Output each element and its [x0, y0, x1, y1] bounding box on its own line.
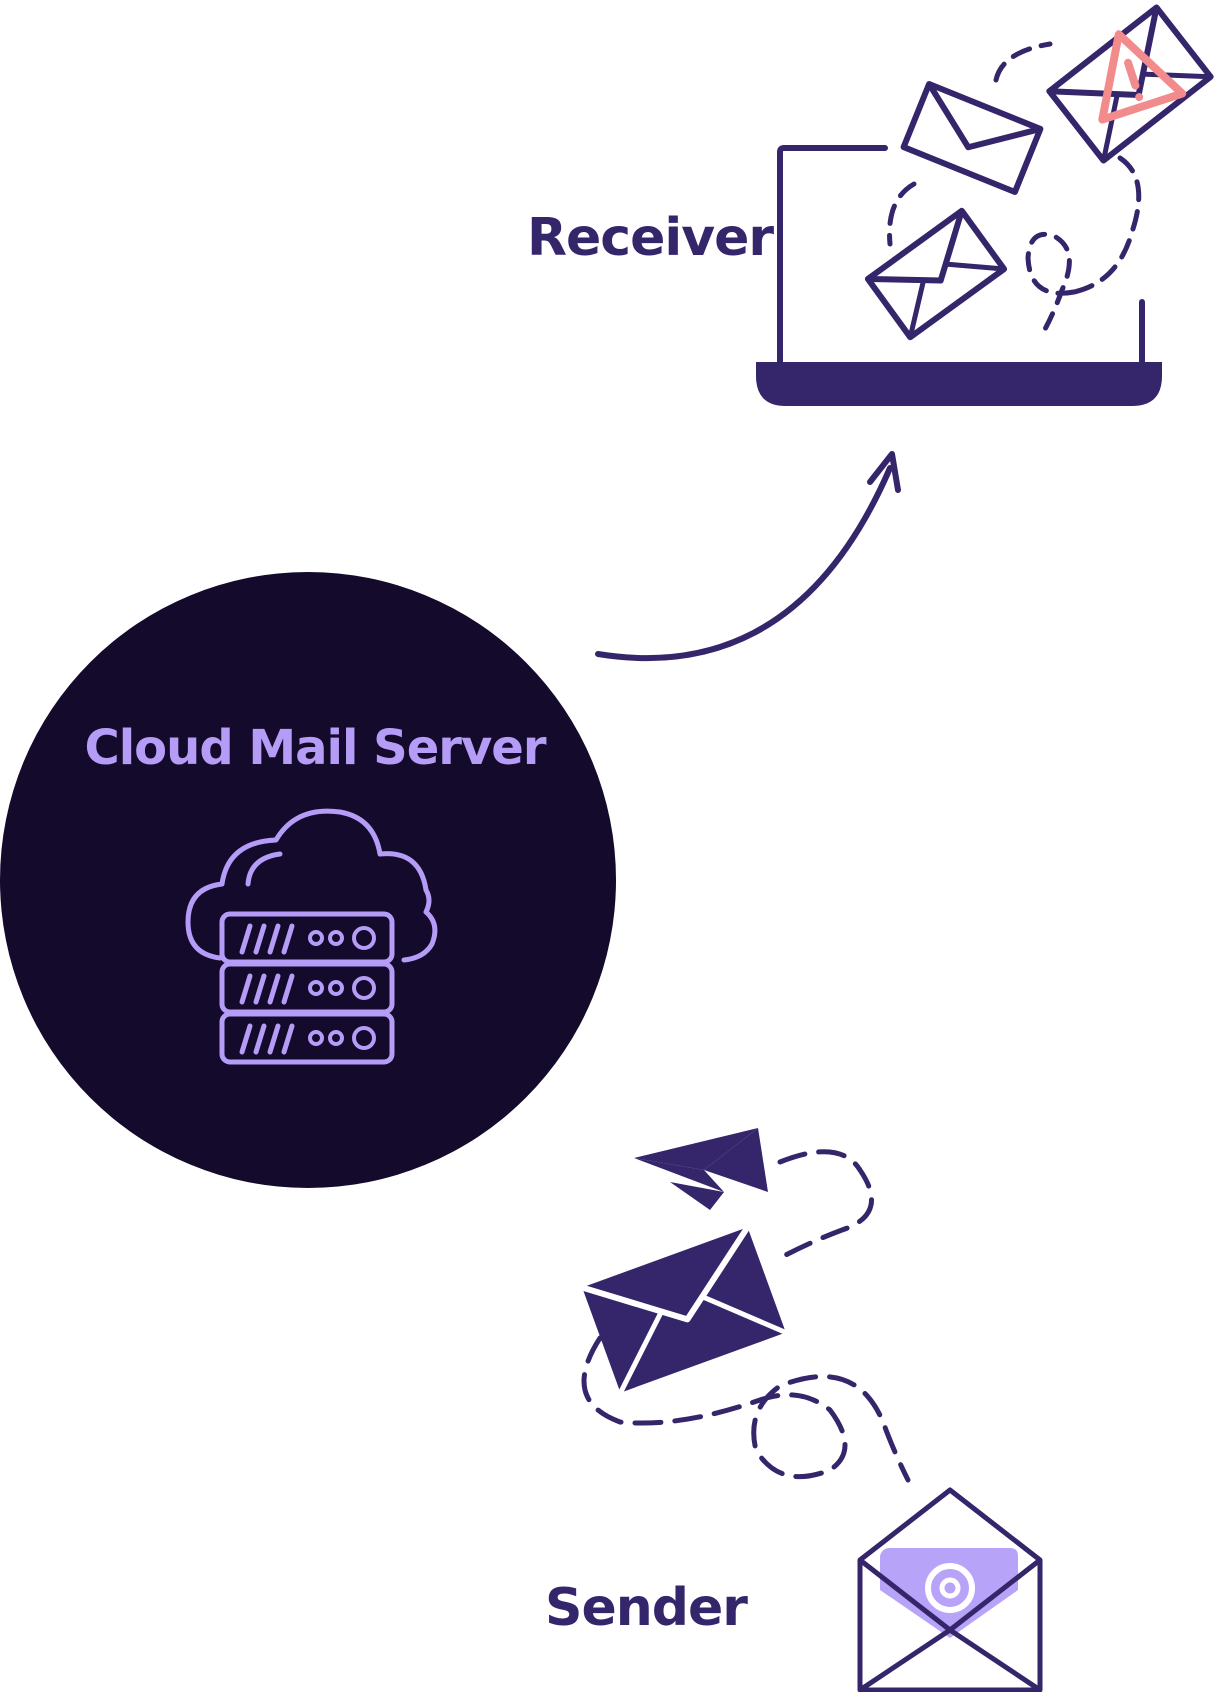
receiver-laptop-illustration	[756, 4, 1214, 406]
paper-plane-icon	[634, 1128, 768, 1210]
server-circle: Cloud Mail Server	[0, 572, 616, 1188]
sender-label: Sender	[545, 1578, 748, 1638]
laptop-icon	[777, 145, 888, 365]
open-envelope-at-icon	[857, 1487, 1043, 1692]
arrow-to-receiver	[595, 451, 901, 662]
warning-icon	[1098, 30, 1187, 124]
envelope-icon	[900, 80, 1044, 196]
sender-illustration	[581, 1128, 1043, 1692]
envelope-icon	[581, 1225, 787, 1394]
receiver-label: Receiver	[527, 208, 774, 268]
envelope-warning-icon	[1046, 4, 1214, 164]
server-title: Cloud Mail Server	[84, 720, 547, 776]
cloud-server-icon	[185, 808, 438, 1065]
envelope-icon	[864, 207, 1008, 341]
